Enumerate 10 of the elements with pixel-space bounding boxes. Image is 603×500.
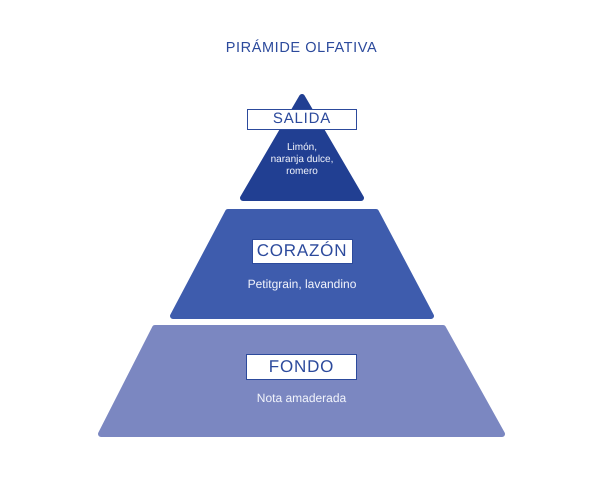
tier-notes: Nota amaderada [256,391,346,405]
tier-notes: Limón, naranja dulce, romero [270,142,334,178]
tier-heading: CORAZÓN [252,239,352,264]
tier-heading: FONDO [246,354,357,380]
tier-heading: SALIDA [247,109,357,130]
tier-notes: Petitgrain, lavandino [248,277,356,291]
pyramid-tier [98,325,505,437]
pyramid-tier [170,209,434,319]
pyramid-tier [240,94,364,201]
diagram-title: PIRÁMIDE OLFATIVA [226,40,378,56]
